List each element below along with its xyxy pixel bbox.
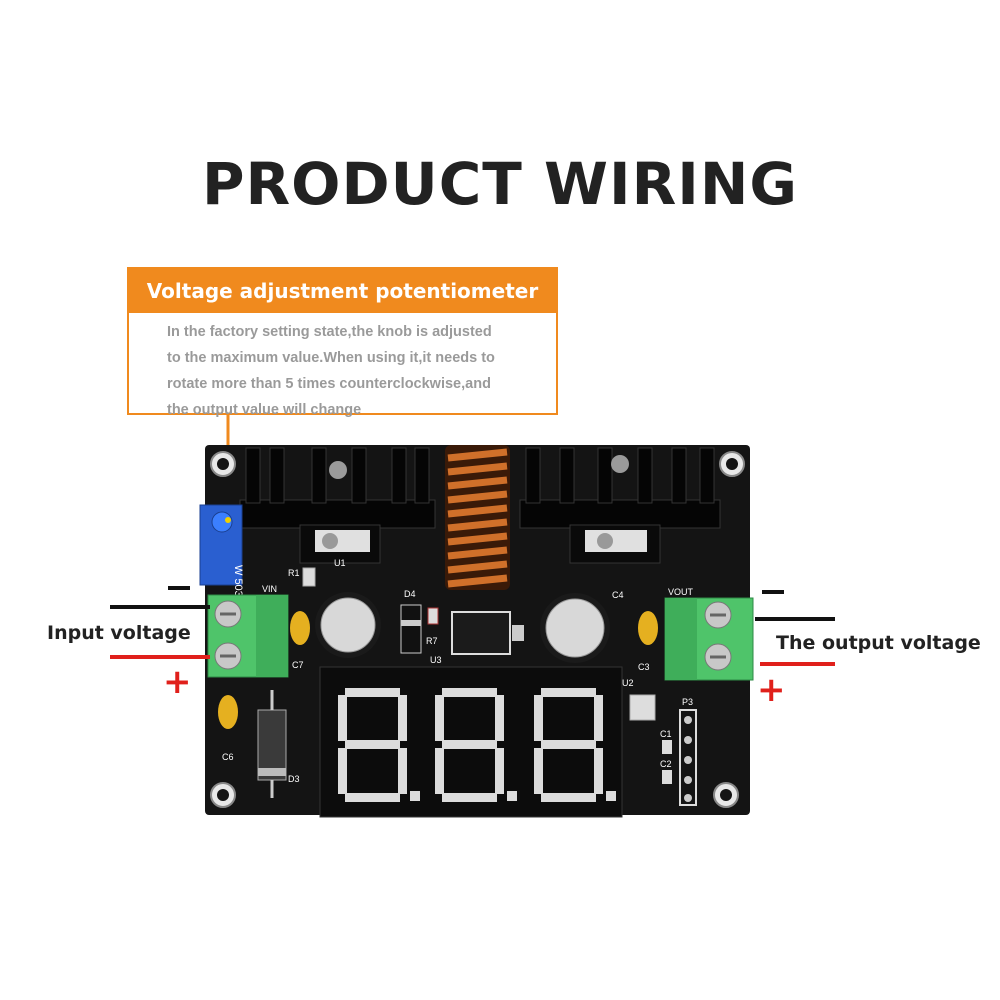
input-plus-sign: +	[163, 662, 192, 702]
output-terminal-block	[664, 597, 754, 681]
display-digit-1	[338, 688, 420, 802]
component-u2	[629, 694, 656, 721]
output-positive-lead	[760, 662, 835, 666]
display-digit-2	[435, 688, 517, 802]
callout-line: rotate more than 5 times counterclockwis…	[167, 376, 491, 392]
silk-c3: C3	[638, 662, 650, 672]
resistor-r1	[302, 567, 316, 587]
inductor-coil	[445, 445, 510, 590]
input-terminal-block	[207, 594, 289, 678]
silk-r1: R1	[288, 568, 300, 578]
silk-d4: D4	[404, 589, 416, 599]
silk-c6: C6	[222, 752, 234, 762]
capacitor-c2	[662, 770, 672, 784]
potentiometer-callout: Voltage adjustment potentiometer In the …	[127, 267, 558, 418]
input-negative-wire	[168, 586, 190, 590]
seven-segment-display	[319, 666, 623, 818]
potentiometer	[199, 504, 243, 586]
output-plus-sign: +	[757, 670, 786, 710]
silk-c4: C4	[612, 590, 624, 600]
output-negative-lead	[755, 617, 835, 621]
silk-vin: VIN	[262, 584, 277, 594]
silk-r7: R7	[426, 636, 438, 646]
display-digit-3	[534, 688, 616, 802]
ceramic-capacitors	[218, 611, 658, 729]
input-positive-lead	[110, 655, 210, 659]
right-heatsink	[519, 447, 721, 529]
silk-c1: C1	[660, 729, 672, 739]
silk-u2: U2	[622, 678, 634, 688]
callout-heading: Voltage adjustment potentiometer	[129, 269, 556, 313]
silk-u1: U1	[334, 558, 346, 568]
callout-description: In the factory setting state,the knob is…	[129, 313, 556, 423]
heatsink-screw	[611, 455, 629, 473]
silk-c2: C2	[660, 759, 672, 769]
header-p3	[679, 709, 697, 806]
page-title: PRODUCT WIRING	[202, 150, 798, 218]
output-voltage-label: The output voltage	[776, 632, 981, 654]
diode-d3	[257, 690, 287, 798]
silk-c7: C7	[292, 660, 304, 670]
input-negative-lead	[110, 605, 210, 609]
silk-d3: D3	[288, 774, 300, 784]
callout-line: the output value will change	[167, 402, 362, 418]
callout-line: to the maximum value.When using it,it ne…	[167, 350, 495, 366]
electrolytic-capacitor-right	[540, 593, 610, 663]
output-negative-wire	[762, 590, 784, 594]
silk-p3: P3	[682, 697, 693, 707]
left-transistor	[299, 524, 381, 564]
silk-vout: VOUT	[668, 587, 694, 597]
electrolytic-capacitor-left	[315, 592, 381, 658]
capacitor-c1	[662, 740, 672, 754]
resistor-r7	[427, 607, 439, 625]
heatsink-screw	[329, 461, 347, 479]
input-voltage-label: Input voltage	[47, 622, 191, 644]
right-transistor	[569, 524, 661, 564]
silk-u3: U3	[430, 655, 442, 665]
callout-line: In the factory setting state,the knob is…	[167, 324, 492, 340]
regulator-u3	[451, 611, 524, 655]
diode-d4	[400, 604, 422, 654]
